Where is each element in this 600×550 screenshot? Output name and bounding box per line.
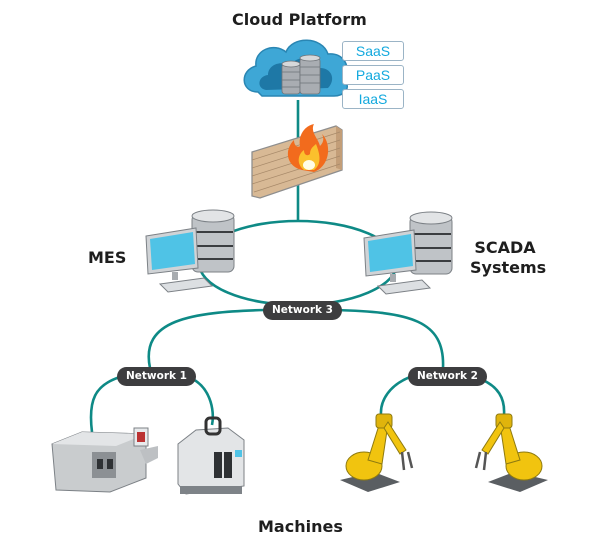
scada-label-line2: Systems xyxy=(470,258,547,277)
network-2-badge: Network 2 xyxy=(408,367,487,386)
network-3-badge: Network 3 xyxy=(263,301,342,320)
mes-workstation-icon xyxy=(145,209,235,293)
scada-workstation-icon xyxy=(363,211,453,295)
scada-label-line1: SCADA xyxy=(474,238,536,257)
cloud-platform-title: Cloud Platform xyxy=(232,10,367,29)
network3-to-network1-line xyxy=(147,308,266,369)
machines-label: Machines xyxy=(258,517,343,536)
network3-to-network2-line xyxy=(334,308,445,369)
network1-to-lathe-line xyxy=(89,375,121,433)
cnc-lathe-icon xyxy=(51,427,158,493)
scada-label: SCADA Systems xyxy=(470,238,547,278)
robot-arm-icon xyxy=(474,413,548,492)
cnc-mill-icon xyxy=(177,416,245,495)
network-1-badge: Network 1 xyxy=(117,367,196,386)
robot-arm-icon xyxy=(340,413,414,492)
network2-to-robot1-line xyxy=(379,375,411,416)
iaas-box: IaaS xyxy=(342,89,404,109)
paas-box: PaaS xyxy=(342,65,404,85)
firewall-icon xyxy=(251,124,343,199)
cloud-database-icon xyxy=(243,39,348,97)
mes-label: MES xyxy=(88,248,127,267)
saas-box: SaaS xyxy=(342,41,404,61)
